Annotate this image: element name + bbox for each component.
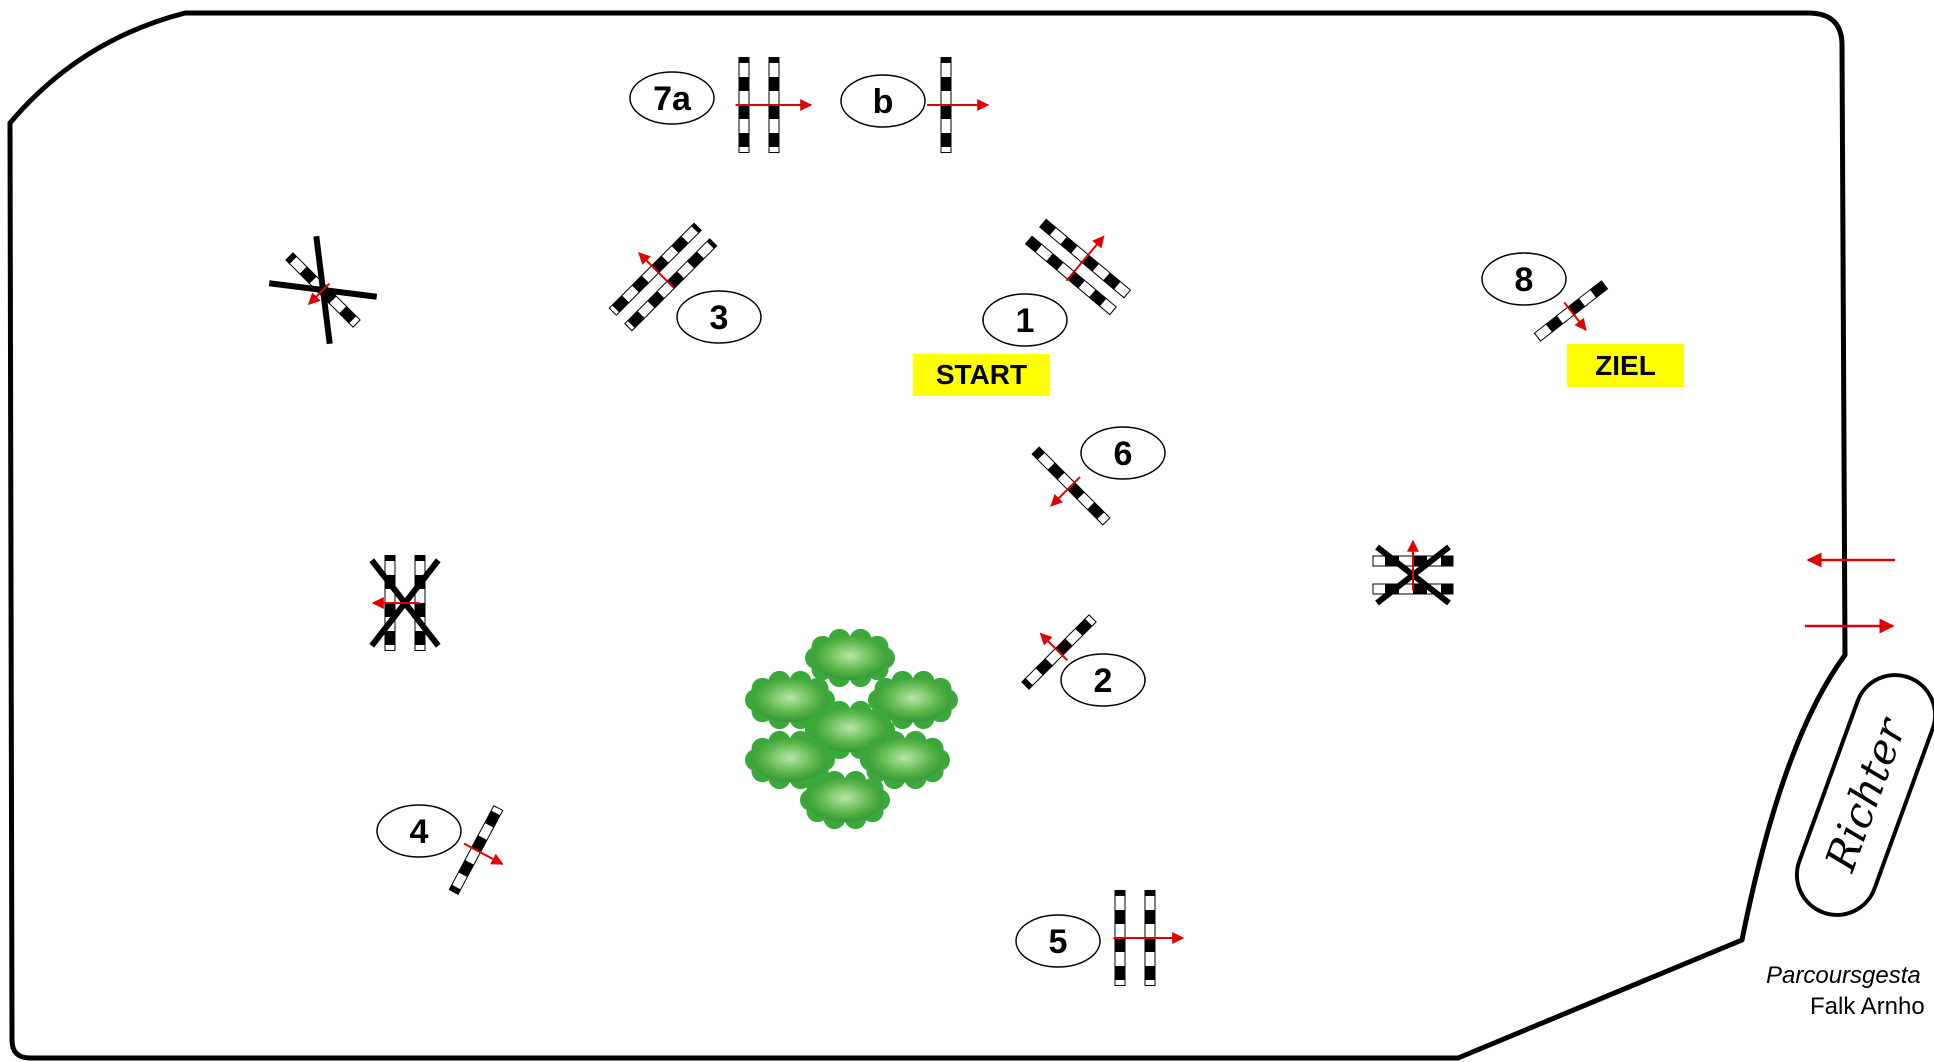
obstacle-5: [1113, 890, 1185, 986]
obstacle-number-4: 4: [376, 804, 462, 858]
tree: [868, 670, 958, 730]
obstacle-7a: [735, 57, 813, 153]
judge-booth: Richter: [1794, 673, 1934, 917]
direction-arrow: [1039, 632, 1068, 661]
obstacle-number-5: 5: [1015, 914, 1101, 968]
svg-text:2: 2: [1094, 662, 1113, 700]
obstacle-8: [1533, 280, 1609, 342]
credit-line-2: Falk Arnho: [1810, 993, 1925, 1020]
unused-obstacle-nw: [268, 235, 378, 345]
start-label: START: [913, 354, 1050, 396]
obstacle-b: [927, 57, 990, 153]
tree-cluster: [745, 628, 958, 830]
direction-arrow: [308, 282, 331, 305]
direction-arrow: [638, 252, 675, 289]
unused-obstacle-w: [369, 555, 441, 651]
obstacle-number-1: 1: [982, 293, 1068, 347]
obstacle-2: [1021, 614, 1097, 690]
svg-text:8: 8: [1515, 261, 1534, 299]
obstacle-1: [1024, 218, 1132, 316]
number-labels: 1 2 3 4 5 6 7a b 8: [376, 71, 1567, 968]
svg-text:b: b: [873, 83, 894, 121]
svg-text:3: 3: [710, 299, 729, 337]
obstacle-6: [1031, 446, 1111, 526]
credit-line-1: Parcoursgesta: [1766, 962, 1921, 989]
unused-obstacle-e: [1372, 539, 1454, 606]
svg-text:4: 4: [410, 813, 429, 851]
obstacle-number-b: b: [840, 74, 926, 128]
finish-label: ZIEL: [1567, 344, 1684, 387]
obstacle-number-7a: 7a: [629, 71, 715, 125]
direction-arrow: [1563, 301, 1587, 331]
obstacles-layer: [268, 57, 1609, 986]
tree: [800, 770, 890, 830]
direction-arrow: [463, 842, 504, 865]
tree: [860, 730, 950, 790]
svg-text:5: 5: [1049, 923, 1068, 961]
tree: [745, 730, 835, 790]
arena-border: [7, 10, 1848, 1061]
course-designer-credit: Parcoursgesta Falk Arnho: [1766, 960, 1934, 1022]
obstacle-4: [448, 805, 504, 895]
obstacle-number-2: 2: [1060, 653, 1146, 707]
obstacle-number-6: 6: [1080, 426, 1166, 480]
svg-text:7a: 7a: [653, 80, 692, 118]
obstacle-number-3: 3: [676, 290, 762, 344]
obstacle-3: [608, 222, 718, 332]
svg-text:1: 1: [1016, 302, 1035, 340]
svg-text:6: 6: [1114, 435, 1133, 473]
tree: [805, 628, 895, 688]
direction-arrow: [1065, 235, 1105, 282]
direction-arrow: [1050, 476, 1081, 507]
obstacle-number-8: 8: [1481, 252, 1567, 306]
